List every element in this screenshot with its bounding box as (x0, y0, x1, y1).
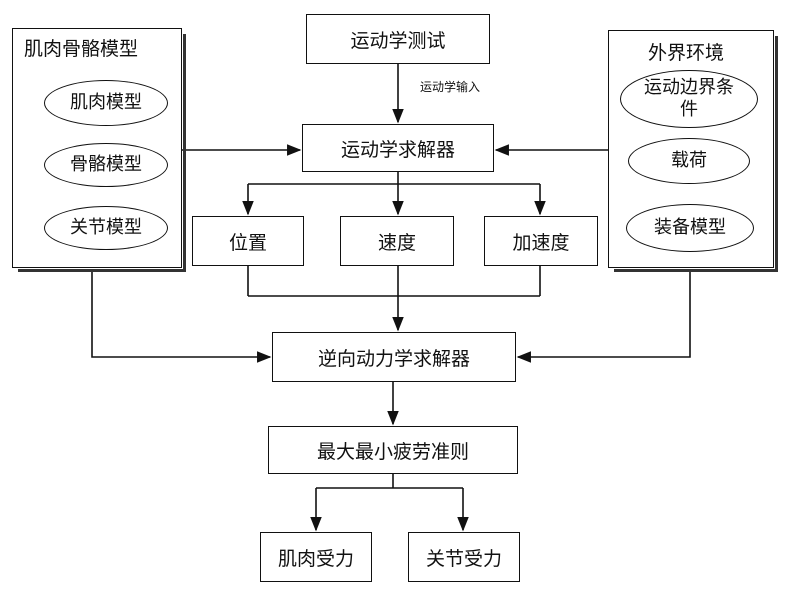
bone-model-oval: 骨骼模型 (44, 143, 168, 187)
max-min-fatigue-criterion-box: 最大最小疲劳准则 (268, 426, 518, 474)
joint-model-oval: 关节模型 (44, 206, 168, 250)
equipment-model-oval: 装备模型 (626, 204, 754, 252)
edge-left-panel-to-inverse (91, 270, 272, 363)
edge-right-panel-to-inverse (516, 270, 691, 363)
kinematic-solver-box: 运动学求解器 (302, 124, 494, 172)
kinematic-test-box: 运动学测试 (306, 14, 490, 64)
load-oval: 载荷 (628, 138, 750, 184)
musculoskeletal-model-title: 肌肉骨骼模型 (24, 38, 139, 60)
kinematic-input-label: 运动学输入 (420, 80, 481, 94)
external-environment-title: 外界环境 (648, 42, 725, 64)
inverse-dynamics-solver-box: 逆向动力学求解器 (272, 332, 516, 382)
muscle-force-box: 肌肉受力 (260, 532, 372, 582)
acceleration-box: 加速度 (484, 216, 598, 266)
muscle-model-oval: 肌肉模型 (44, 80, 168, 126)
joint-force-box: 关节受力 (408, 532, 520, 582)
motion-boundary-conditions-oval: 运动边界条件 (620, 70, 758, 128)
position-box: 位置 (192, 216, 304, 266)
velocity-box: 速度 (340, 216, 454, 266)
